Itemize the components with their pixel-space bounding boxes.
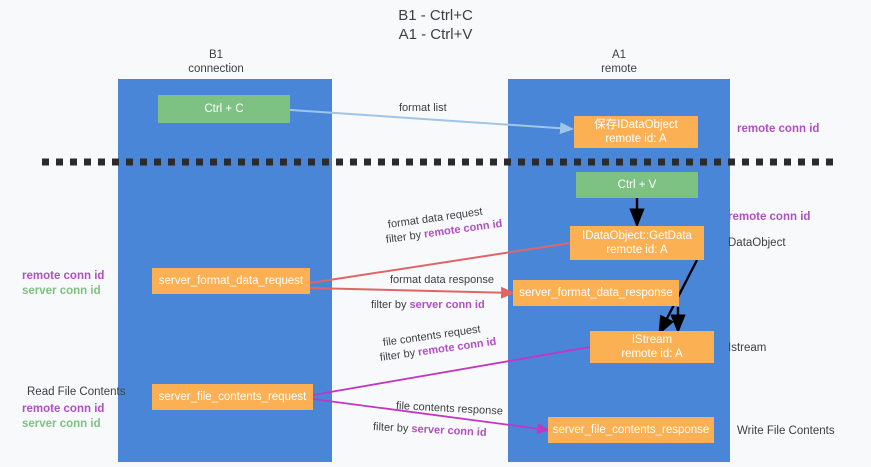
box-idataobject-getdata-line2: remote id: A [606, 244, 668, 256]
annotation-right-remote-conn-id-top: remote conn id [737, 122, 819, 137]
box-server-format-data-request-label: server_format_data_request [158, 275, 304, 287]
box-server-format-data-request[interactable]: server_format_data_request [152, 268, 310, 294]
annotation-right-write-file-contents: Write File Contents [737, 424, 835, 439]
box-save-idataobject[interactable]: 保存IDataObject remote id: A [574, 116, 698, 148]
box-istream[interactable]: IStream remote id: A [590, 331, 714, 363]
column-header-b1: B1 connection [150, 48, 282, 76]
edge-label-format-data-response-filter: filter by server conn id [371, 299, 485, 311]
annotation-right-istream-text: Istream [728, 342, 767, 354]
column-header-b1-sub: connection [188, 63, 244, 75]
title-line-1: B1 - Ctrl+C [398, 7, 473, 24]
annotation-left-remote-conn-id-bottom-text: remote conn id [22, 403, 105, 415]
annotation-left-conn-ids-bottom: remote conn id server conn id [22, 402, 104, 432]
title-line-2: A1 - Ctrl+V [398, 26, 473, 43]
edge-label-format-list-text: format list [399, 102, 447, 114]
edge-label-file-contents-response-filter: filter by server conn id [373, 421, 487, 439]
box-istream-line2: remote id: A [621, 348, 683, 360]
box-save-idataobject-line1: 保存IDataObject [594, 119, 678, 131]
annotation-right-remote-conn-id-top-text: remote conn id [737, 123, 820, 135]
edge-label-format-data-response-text: format data response [390, 274, 494, 286]
annotation-right-istream: Istream [728, 341, 766, 356]
annotation-left-conn-ids-mid: remote conn id server conn id [22, 269, 104, 299]
annotation-right-remote-conn-id-mid: remote conn id [728, 210, 810, 225]
box-idataobject-getdata-line1: IDataObject::GetData [582, 230, 692, 242]
box-ctrl-v-label: Ctrl + V [617, 179, 657, 191]
box-server-file-contents-response[interactable]: server_file_contents_response [548, 417, 714, 443]
annotation-right-dataobject-text: DataObject [728, 237, 786, 249]
annotation-right-remote-conn-id-mid-text: remote conn id [728, 211, 811, 223]
annotation-left-remote-conn-id-mid-text: remote conn id [22, 270, 105, 282]
edge-label-file-contents-response-filter-key: server conn id [411, 423, 487, 439]
annotation-left-read-file-contents: Read File Contents [27, 385, 125, 400]
box-server-file-contents-response-label: server_file_contents_response [552, 424, 710, 436]
box-idataobject-getdata[interactable]: IDataObject::GetData remote id: A [570, 226, 704, 260]
edge-label-file-contents-response: file contents response [396, 400, 503, 418]
edge-label-file-contents-request-filter-prefix: filter by [379, 346, 419, 364]
column-header-a1-name: A1 [611, 49, 627, 61]
edge-label-format-list: format list [399, 102, 447, 114]
box-ctrl-v[interactable]: Ctrl + V [576, 172, 698, 198]
annotation-left-server-conn-id-bottom-text: server conn id [22, 418, 101, 430]
edge-label-format-data-response-filter-prefix: filter by [371, 299, 410, 311]
annotation-right-write-file-contents-text: Write File Contents [737, 425, 835, 437]
box-server-format-data-response-label: server_format_data_response [519, 287, 673, 299]
edge-label-file-contents-response-text: file contents response [395, 400, 504, 418]
edge-label-format-data-response-filter-key: server conn id [409, 299, 485, 311]
box-server-format-data-response[interactable]: server_format_data_response [513, 280, 679, 306]
annotation-left-read-file-contents-text: Read File Contents [27, 386, 126, 398]
box-server-file-contents-request-label: server_file_contents_request [158, 391, 307, 403]
box-ctrl-c-label: Ctrl + C [204, 103, 244, 115]
annotation-left-server-conn-id-mid-text: server conn id [22, 285, 101, 297]
edge-label-format-data-request-filter-prefix: filter by [385, 228, 425, 246]
edge-label-file-contents-response-filter-prefix: filter by [372, 421, 412, 436]
column-header-a1-sub: remote [601, 63, 637, 75]
arrow-format-data-response [297, 281, 515, 299]
box-ctrl-c[interactable]: Ctrl + C [158, 95, 290, 123]
column-header-b1-name: B1 [208, 49, 224, 61]
page-title: B1 - Ctrl+C A1 - Ctrl+V [0, 6, 871, 44]
box-server-file-contents-request[interactable]: server_file_contents_request [152, 384, 313, 410]
column-header-a1: A1 remote [552, 48, 686, 76]
box-save-idataobject-line2: remote id: A [605, 133, 667, 145]
edge-label-format-data-response: format data response [390, 274, 494, 286]
annotation-right-dataobject: DataObject [728, 236, 786, 251]
box-istream-line1: IStream [631, 334, 673, 346]
